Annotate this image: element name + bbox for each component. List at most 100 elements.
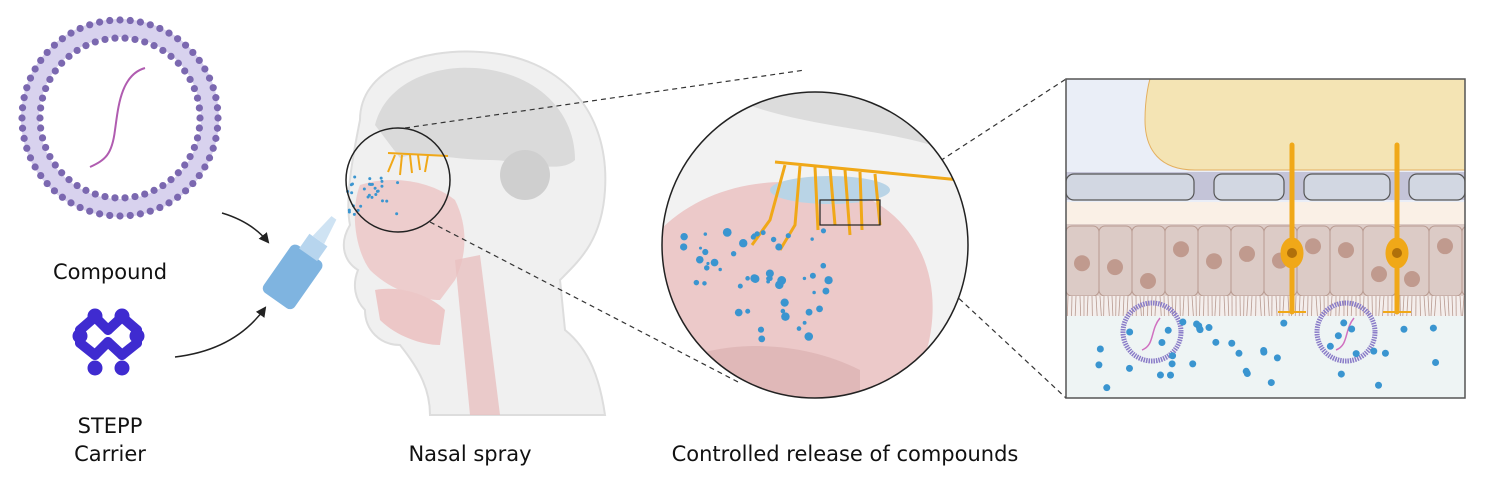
lipid-head xyxy=(136,18,144,26)
epithelial-cell xyxy=(1296,225,1331,297)
droplet xyxy=(710,258,719,267)
cell-nucleus xyxy=(1404,271,1420,288)
liposome-in-mucus xyxy=(1120,300,1378,364)
compound-particle xyxy=(1169,352,1177,360)
lipid-head xyxy=(167,52,175,60)
droplet xyxy=(368,177,372,181)
lipid-head xyxy=(190,84,198,93)
lipid-head xyxy=(146,207,154,215)
droplet xyxy=(722,227,732,237)
droplet xyxy=(702,281,707,286)
droplet xyxy=(802,276,807,281)
lipid-head xyxy=(126,211,134,220)
compound-particle xyxy=(1228,339,1236,347)
compound-particle xyxy=(1179,318,1187,326)
cell-nucleus xyxy=(1140,273,1156,290)
cell-nucleus xyxy=(1338,242,1354,259)
lipid-head xyxy=(76,24,84,33)
droplet xyxy=(350,191,354,195)
lipid-head xyxy=(18,104,27,112)
lipid-head xyxy=(136,210,144,218)
compound-particle xyxy=(1280,319,1288,327)
lipid-head xyxy=(181,187,190,195)
lipid-head xyxy=(193,134,202,142)
stepp-label-line1: STEPP xyxy=(77,414,143,438)
lipid-head xyxy=(101,35,109,44)
droplet xyxy=(822,287,830,295)
droplet xyxy=(380,179,384,183)
lipid-head xyxy=(42,84,50,93)
cell-nucleus xyxy=(1305,238,1321,255)
lipid-head xyxy=(18,124,27,132)
lipid-head xyxy=(50,41,59,49)
nasal-spray-bottle xyxy=(262,216,337,310)
lipid-head xyxy=(38,94,47,102)
lipid-head xyxy=(82,42,90,50)
droplet xyxy=(718,267,722,272)
lipid-head xyxy=(214,114,222,122)
compound-particle xyxy=(1429,324,1437,332)
droplet xyxy=(385,199,389,203)
compound-particle xyxy=(1126,328,1134,336)
droplet xyxy=(395,212,399,216)
lipid-head xyxy=(91,190,99,198)
droplet xyxy=(362,187,366,191)
compound-particle xyxy=(1125,364,1133,372)
compound-particle xyxy=(1205,324,1213,332)
zoom-circle-small xyxy=(345,127,451,233)
droplet xyxy=(739,239,748,248)
compound-label: Compound xyxy=(52,260,168,284)
droplet xyxy=(745,308,751,314)
droplet xyxy=(353,175,357,179)
olfactory-neurons-small xyxy=(387,152,449,176)
lipid-head xyxy=(121,34,129,42)
compound-particle xyxy=(1158,339,1166,347)
compound-particle xyxy=(1212,338,1220,346)
lipid-head xyxy=(156,24,164,33)
lipid-head xyxy=(86,207,94,215)
lipid-head xyxy=(26,74,35,82)
lipid-head xyxy=(126,16,134,25)
epithelial-cell xyxy=(1428,225,1463,297)
lipid-head xyxy=(67,199,75,207)
lipid-head xyxy=(174,193,182,201)
compound-particle xyxy=(1432,359,1440,367)
droplet xyxy=(698,246,702,250)
compound-particle xyxy=(1193,320,1201,328)
lipid-head xyxy=(96,18,104,26)
lipid-head xyxy=(31,163,39,171)
lipid-head xyxy=(159,181,167,190)
droplet xyxy=(820,262,827,269)
lipid-head xyxy=(58,59,66,67)
lipid-head xyxy=(111,34,119,42)
lipid-head xyxy=(37,104,45,112)
compound-particle xyxy=(1348,325,1356,333)
droplet xyxy=(352,212,356,216)
compound-particle xyxy=(1381,349,1389,357)
lipid-head xyxy=(73,181,81,190)
lipid-head xyxy=(174,59,182,67)
lipid-head xyxy=(190,143,198,152)
lipid-head xyxy=(195,172,203,180)
lipid-head xyxy=(58,193,66,201)
nasal-spray-label: Nasal spray xyxy=(408,442,532,466)
lipid-head xyxy=(174,35,182,43)
lipid-head xyxy=(46,75,54,84)
lipid-head xyxy=(150,42,158,50)
droplet xyxy=(770,236,777,243)
lipid-head xyxy=(23,144,31,152)
lipid-head xyxy=(96,210,104,218)
droplet xyxy=(734,308,743,317)
lipid-head xyxy=(46,152,54,161)
rna-strand xyxy=(89,67,146,168)
spray-droplets xyxy=(346,175,400,216)
droplet xyxy=(820,228,827,234)
stepp-carrier-icon xyxy=(72,308,145,376)
cell-nucleus xyxy=(1074,255,1090,272)
droplet xyxy=(810,237,814,241)
lipid-head xyxy=(82,186,90,194)
droplet xyxy=(347,210,351,214)
lipid-head xyxy=(43,48,51,57)
lipid-head xyxy=(141,190,149,198)
lipid-head xyxy=(91,38,99,46)
